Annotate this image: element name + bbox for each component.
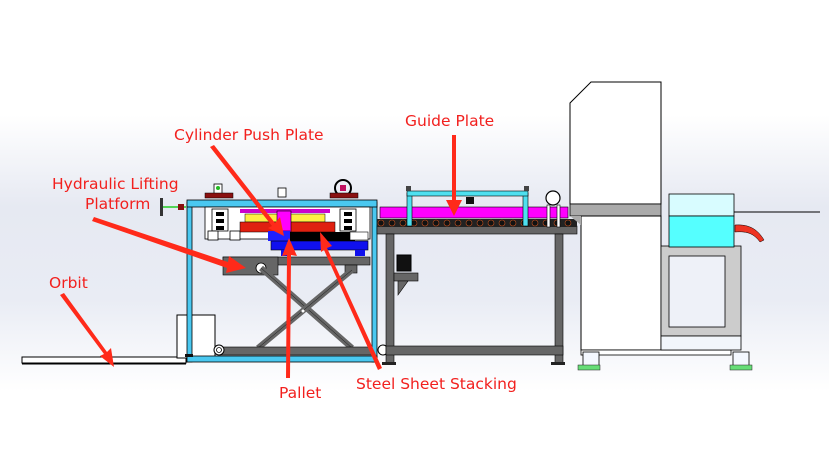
tank-top [668, 193, 735, 217]
arrow-orbit [60, 293, 114, 367]
foot-left [577, 364, 601, 371]
roller [377, 219, 385, 227]
lifting-station [160, 179, 389, 363]
label-orbit: Orbit [49, 274, 88, 292]
roller [443, 219, 451, 227]
roller [465, 219, 473, 227]
motor [396, 254, 412, 272]
label-hydraulic-lifting-line1: Hydraulic Lifting [52, 175, 179, 193]
label-steel-sheet-stacking: Steel Sheet Stacking [356, 375, 517, 393]
conveyor-rollers [377, 219, 572, 227]
annotation-arrows [60, 135, 462, 378]
discharge-hose [734, 224, 765, 243]
roller [421, 219, 429, 227]
cyan-tank [668, 215, 735, 248]
roller [454, 219, 462, 227]
control-box [176, 314, 216, 359]
roller [476, 219, 484, 227]
shearing-machine [569, 81, 820, 371]
arrow-guide-plate [446, 135, 462, 216]
sheet-on-conveyor [379, 206, 569, 219]
label-hydraulic-lifting-line2: Platform [85, 195, 151, 213]
label-pallet: Pallet [279, 384, 322, 402]
arrow-hydraulic-lifting-platform [92, 217, 246, 273]
roller [487, 219, 495, 227]
roller [399, 219, 407, 227]
roller [564, 219, 572, 227]
arrow-steel-sheet-stacking [320, 232, 382, 370]
pallet [270, 240, 369, 251]
roller [498, 219, 506, 227]
arrow-pallet [282, 238, 297, 378]
label-cylinder-push-plate: Cylinder Push Plate [174, 126, 324, 144]
roller [509, 219, 517, 227]
arrow-cylinder-push-plate [210, 145, 284, 236]
guide-plate [406, 186, 529, 227]
conveyor-station [376, 186, 578, 365]
foot-right [729, 364, 753, 371]
roller [531, 219, 539, 227]
label-guide-plate: Guide Plate [405, 112, 495, 130]
roller [432, 219, 440, 227]
roller [388, 219, 396, 227]
